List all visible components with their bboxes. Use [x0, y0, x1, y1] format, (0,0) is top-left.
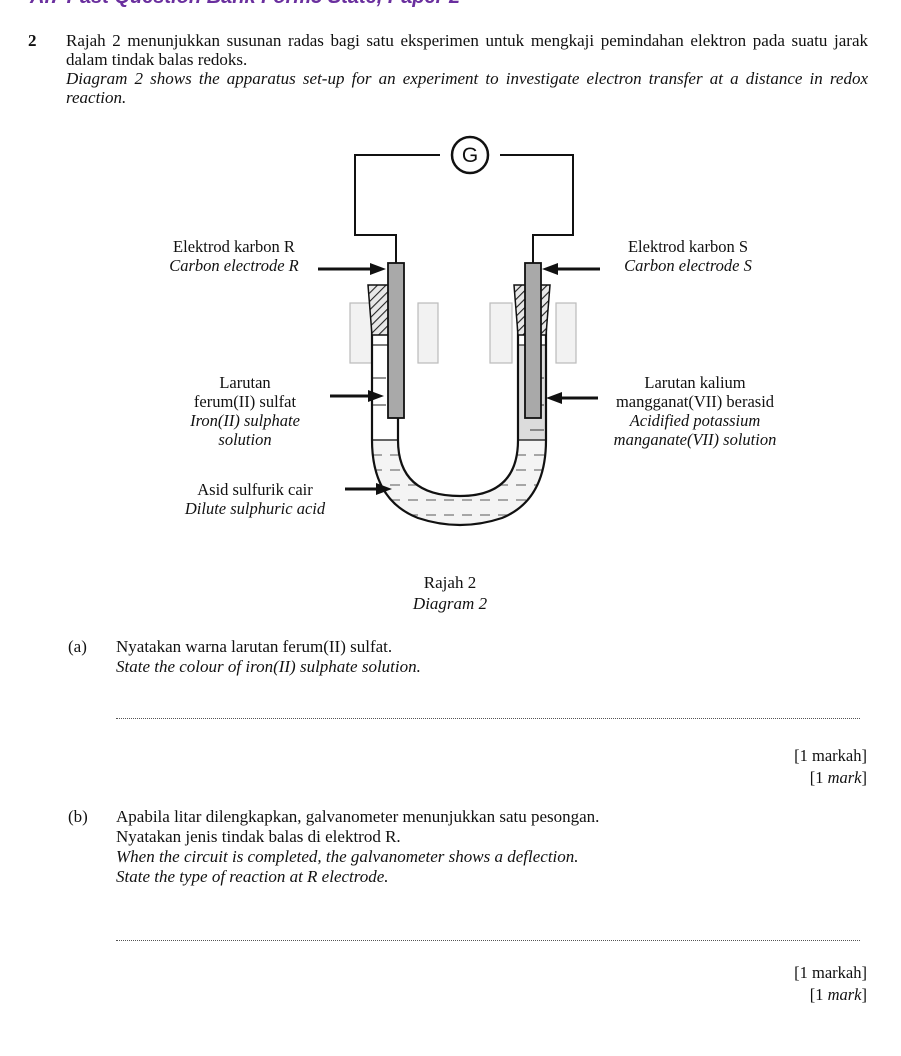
part-b-letter: (b) — [68, 807, 88, 826]
marks-b: [1 markah] [1 mark] — [794, 963, 867, 1004]
carbon-electrode-r — [387, 262, 405, 419]
label-sulphuric-acid: Asid sulfurik cair Dilute sulphuric acid — [184, 480, 326, 518]
label-electrode-r: Elektrod karbon R Carbon electrode R — [169, 237, 299, 275]
stem-english: Diagram 2 shows the apparatus set-up for… — [66, 69, 868, 107]
stem-malay: Rajah 2 menunjukkan susunan radas bagi s… — [66, 31, 868, 69]
question-stem: Rajah 2 menunjukkan susunan radas bagi s… — [66, 31, 868, 107]
galvanometer-label: G — [462, 144, 478, 167]
part-b-text: Apabila litar dilengkapkan, galvanometer… — [116, 807, 600, 886]
marks-a: [1 markah] [1 mark] — [794, 746, 867, 787]
label-electrode-s: Elektrod karbon S Carbon electrode S — [624, 237, 752, 275]
u-tube — [370, 290, 548, 527]
page-header: A.7 Past Question Bank Form5 State, Pape… — [0, 0, 901, 8]
label-manganate: Larutan kalium mangganat(VII) berasid Ac… — [613, 373, 777, 449]
circuit-wire — [354, 154, 574, 263]
apparatus-diagram: G — [318, 135, 600, 527]
pointer-arrows — [318, 263, 600, 495]
question-number: 2 — [28, 31, 37, 50]
carbon-electrode-s — [524, 262, 542, 419]
part-a-text: Nyatakan warna larutan ferum(II) sulfat.… — [116, 637, 421, 676]
diagram-caption: Rajah 2 Diagram 2 — [412, 573, 488, 613]
part-a-letter: (a) — [68, 637, 87, 656]
clamp-left — [349, 302, 439, 364]
label-iron-sulphate: Larutan ferum(II) sulfat Iron(II) sulpha… — [190, 373, 300, 449]
galvanometer: G — [450, 135, 490, 175]
clamp-right — [489, 302, 577, 364]
answer-line-b[interactable] — [116, 940, 860, 941]
answer-line-a[interactable] — [116, 718, 860, 719]
